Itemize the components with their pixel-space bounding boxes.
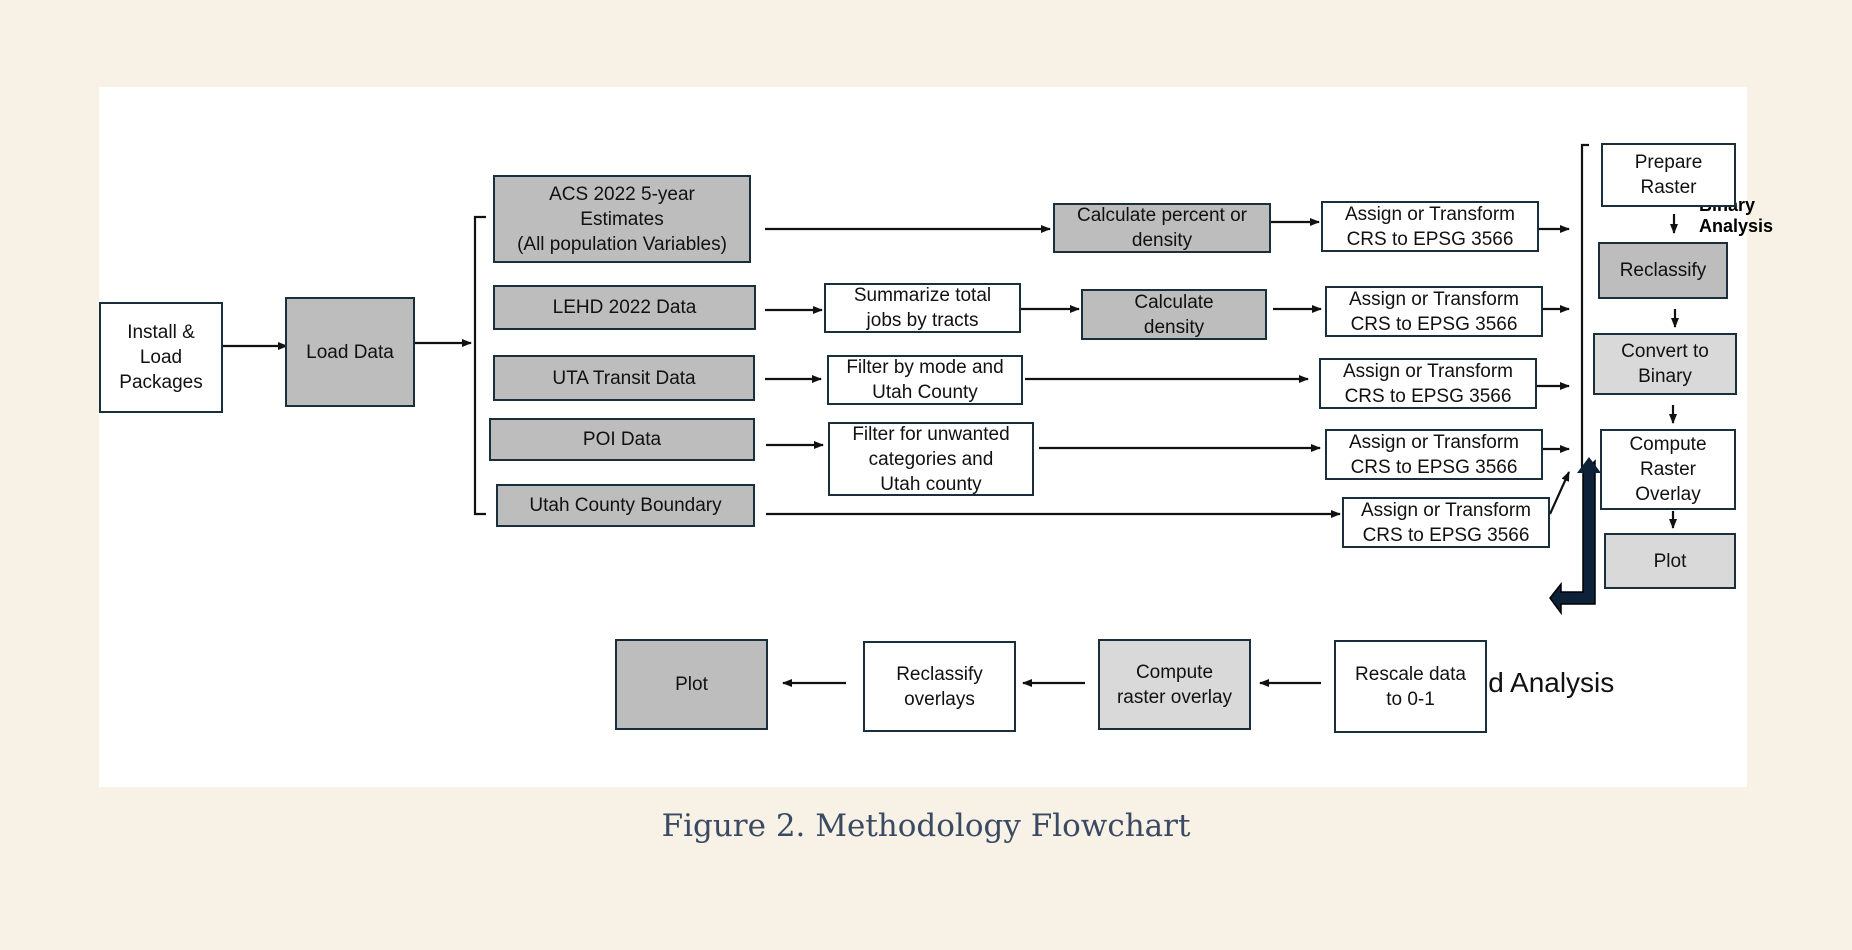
node-plot-weighted: Plot — [615, 639, 768, 730]
node-compute-raster-overlay: Compute Raster Overlay — [1600, 429, 1736, 510]
node-convert-binary: Convert to Binary — [1593, 333, 1737, 395]
node-install: Install & Load Packages — [99, 302, 223, 413]
figure-caption: Figure 2. Methodology Flowchart — [661, 808, 1191, 844]
arrow-crs5-bracket — [1548, 471, 1571, 515]
connector-layer — [223, 143, 1679, 687]
node-reclassify-overlays: Reclassify overlays — [863, 641, 1016, 732]
node-crs-3: Assign or Transform CRS to EPSG 3566 — [1319, 358, 1537, 409]
node-summarize: Summarize total jobs by tracts — [824, 283, 1021, 333]
right-bracket — [1580, 143, 1589, 473]
node-filter-mode: Filter by mode and Utah County — [827, 355, 1023, 405]
node-compute-raster-overlay-weighted: Compute raster overlay — [1098, 639, 1251, 730]
weighted-bent-arrow — [1549, 459, 1596, 616]
node-calc-density: Calculate density — [1081, 289, 1267, 340]
left-bracket — [473, 215, 486, 516]
node-acs: ACS 2022 5-year Estimates (All populatio… — [493, 175, 751, 263]
node-uta: UTA Transit Data — [493, 355, 755, 401]
node-lehd: LEHD 2022 Data — [493, 285, 756, 330]
node-plot-binary: Plot — [1604, 533, 1736, 589]
node-crs-4: Assign or Transform CRS to EPSG 3566 — [1325, 429, 1543, 480]
node-crs-5: Assign or Transform CRS to EPSG 3566 — [1342, 497, 1550, 548]
node-rescale: Rescale data to 0-1 — [1334, 640, 1487, 733]
node-prepare-raster: Prepare Raster — [1601, 143, 1736, 207]
node-filter-categories: Filter for unwanted categories and Utah … — [828, 422, 1034, 496]
node-reclassify: Reclassify — [1598, 242, 1728, 299]
node-calc-percent: Calculate percent or density — [1053, 203, 1271, 253]
node-crs-2: Assign or Transform CRS to EPSG 3566 — [1325, 286, 1543, 337]
node-crs-1: Assign or Transform CRS to EPSG 3566 — [1321, 201, 1539, 252]
node-poi: POI Data — [489, 418, 755, 461]
flowchart-figure: Install & Load Packages Load Data ACS 20… — [99, 87, 1773, 787]
weighted-bent-arrow-head — [1577, 457, 1601, 473]
node-boundary: Utah County Boundary — [496, 484, 755, 527]
node-load: Load Data — [285, 297, 415, 407]
